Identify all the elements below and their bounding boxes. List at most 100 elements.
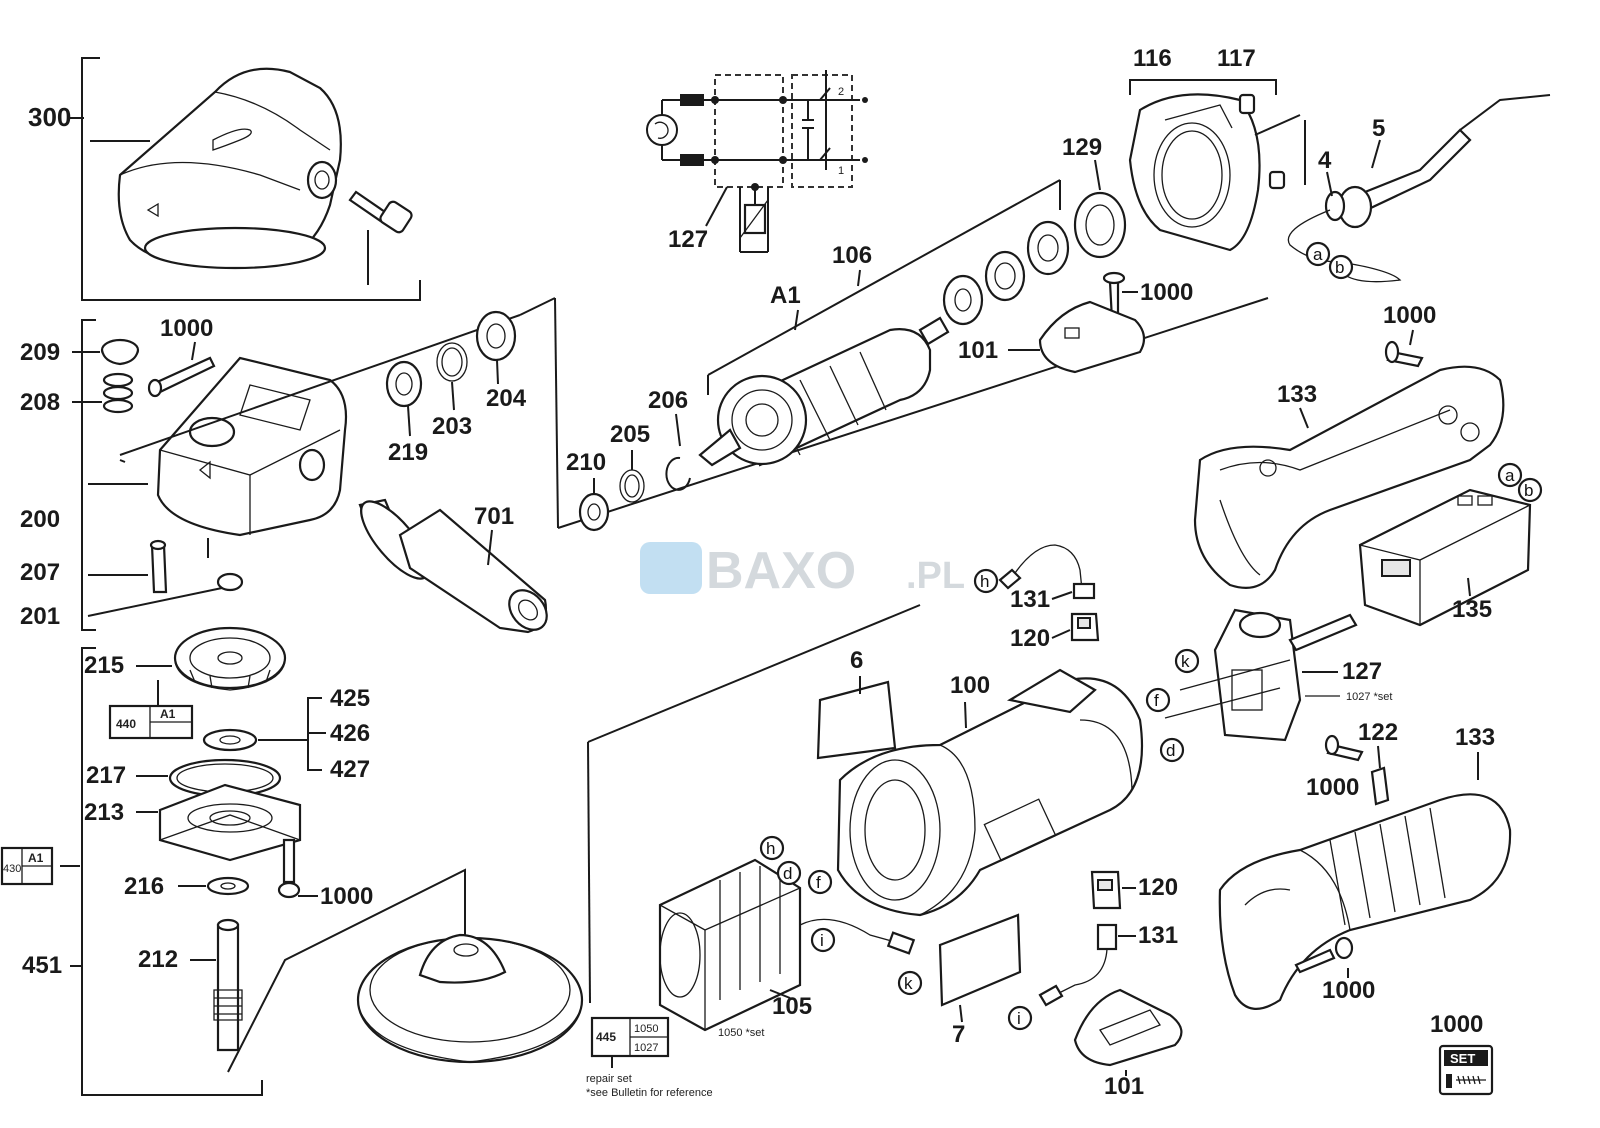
label-5: 5	[1372, 115, 1385, 142]
cable-group: a b 5 4	[1287, 94, 1551, 283]
motor-housing-100	[836, 677, 1144, 917]
schematic-pin-2: 2	[838, 86, 844, 98]
label-1000-rear-top: 1000	[1306, 774, 1359, 801]
cover-101-top	[1038, 300, 1146, 374]
switch-group: a b 135	[1358, 462, 1543, 627]
label-117: 117	[1217, 45, 1256, 72]
circle-d-brush: d	[1166, 741, 1175, 760]
label-213: 213	[84, 799, 124, 826]
label-101-top: 101	[958, 337, 998, 364]
box-445-num: 445	[596, 1030, 616, 1044]
label-122: 122	[1358, 719, 1398, 746]
rear-handle-group: 122 133 1000 1000	[1218, 719, 1512, 1010]
watermark: BAXO .PL	[640, 542, 965, 600]
label-210: 210	[566, 449, 606, 476]
label-216: 216	[124, 873, 164, 900]
label-120-top: 120	[1010, 625, 1050, 652]
circle-b-cable: b	[1335, 258, 1344, 277]
field-coil-group: h d f i k 105 1050 *set	[587, 604, 923, 1039]
circle-i-bottom: i	[1017, 1009, 1021, 1028]
label-208: 208	[20, 389, 60, 416]
circle-h-field: h	[766, 839, 775, 858]
schematic-pin-1: 1	[838, 165, 844, 177]
note-1050-set: 1050 *set	[718, 1027, 764, 1039]
label-133-top: 133	[1277, 381, 1317, 408]
handle-133-rear	[1218, 793, 1512, 1010]
watermark-suffix: .PL	[906, 555, 965, 597]
label-120-bottom: 120	[1138, 874, 1178, 901]
label-200: 200	[20, 506, 60, 533]
label-201: 201	[20, 603, 60, 630]
spindle-212	[216, 923, 240, 1052]
gear-section-group: 215 440 A1 425 426 427 217 213 1000	[0, 626, 373, 1096]
washers-group: 210 205 206	[566, 387, 691, 532]
label-219: 219	[388, 439, 428, 466]
screw-set-badge: 1000 SET	[1430, 1011, 1494, 1096]
label-203: 203	[432, 413, 472, 440]
flange-group: 116 117 129	[1062, 45, 1306, 259]
cover-101-bottom	[1073, 988, 1183, 1067]
wiring-schematic: 2 1 127	[646, 70, 868, 253]
motor-housing-group: 100 6 7	[816, 647, 1144, 1048]
flange-116	[1128, 93, 1261, 252]
label-101-bottom: 101	[1104, 1073, 1144, 1100]
label-127-brush: 127	[1342, 658, 1382, 685]
switch-135	[1358, 488, 1532, 627]
label-300: 300	[28, 102, 71, 132]
label-6: 6	[850, 647, 863, 674]
circle-k-field: k	[904, 974, 913, 993]
label-427: 427	[330, 756, 370, 783]
label-133-rear: 133	[1455, 724, 1495, 751]
label-1000-rear-bottom: 1000	[1322, 977, 1375, 1004]
wire-connector-bottom: 120 131 i 101	[1007, 870, 1183, 1100]
box-440-sub: A1	[160, 707, 176, 721]
gear-cover-group: 300	[28, 57, 421, 301]
circle-h-top: h	[980, 572, 989, 591]
watermark-brand: BAXO	[706, 542, 856, 600]
box-430-num: 430	[3, 863, 21, 875]
label-1000-flange: 1000	[320, 883, 373, 910]
label-7: 7	[952, 1021, 965, 1048]
circle-f-brush: f	[1154, 691, 1159, 710]
circle-d-field: d	[783, 864, 792, 883]
label-217: 217	[86, 762, 126, 789]
wire-connector-top: h 131 120	[973, 544, 1100, 652]
label-207: 207	[20, 559, 60, 586]
circle-a-cable: a	[1313, 245, 1323, 264]
label-4: 4	[1318, 147, 1332, 174]
circle-k-brush: k	[1181, 652, 1190, 671]
housing-cover-200	[156, 356, 348, 537]
circle-b-switch: b	[1524, 481, 1533, 500]
field-coil-105	[658, 858, 802, 1032]
note-bulletin: *see Bulletin for reference	[586, 1087, 713, 1099]
switch-cover-top: 1000 101	[958, 271, 1193, 374]
polishing-pad	[227, 868, 584, 1073]
note-repair-set: repair set	[586, 1073, 632, 1085]
label-1000-set: 1000	[1430, 1011, 1483, 1038]
label-100: 100	[950, 672, 990, 699]
label-129: 129	[1062, 134, 1102, 161]
label-127-schematic: 127	[668, 226, 708, 253]
circle-i-field: i	[820, 931, 824, 950]
handle-half-top: 1000 133	[1193, 302, 1505, 589]
label-215: 215	[84, 652, 124, 679]
label-a1: A1	[770, 282, 801, 309]
label-451: 451	[22, 952, 62, 979]
box-430-sub: A1	[28, 851, 44, 865]
label-212: 212	[138, 946, 178, 973]
brush-plate-127	[1213, 608, 1302, 742]
circle-a-switch: a	[1505, 466, 1515, 485]
label-105: 105	[772, 993, 812, 1020]
label-1000-housing: 1000	[160, 315, 213, 342]
label-701: 701	[474, 503, 514, 530]
note-1027-set: 1027 *set	[1346, 691, 1392, 703]
spindle-bearings-group: 219 203 204	[119, 297, 559, 529]
label-131-top: 131	[1010, 586, 1050, 613]
set-badge-text: SET	[1450, 1051, 1475, 1066]
box-440-num: 440	[116, 717, 136, 731]
label-426: 426	[330, 720, 370, 747]
label-116: 116	[1133, 45, 1172, 72]
label-206: 206	[648, 387, 688, 414]
label-131-bottom: 131	[1138, 922, 1178, 949]
